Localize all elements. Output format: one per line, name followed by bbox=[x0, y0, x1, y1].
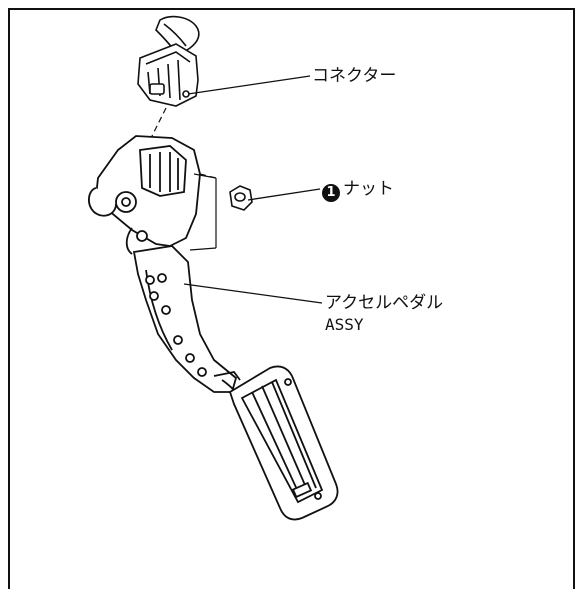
leader-connector bbox=[187, 75, 311, 95]
frame-border bbox=[8, 8, 575, 589]
label-nut-text: ナット bbox=[343, 179, 394, 199]
wire-harness bbox=[155, 15, 200, 58]
pedal-arm bbox=[132, 245, 241, 393]
leader-pedal bbox=[183, 283, 323, 304]
connector-part bbox=[137, 43, 199, 107]
leader-lines bbox=[183, 75, 323, 304]
label-pedal-line1: アクセルペダル bbox=[325, 293, 444, 313]
nut-part bbox=[229, 185, 253, 211]
pedal-pad bbox=[228, 365, 339, 521]
mounting-outline bbox=[189, 173, 217, 251]
nut-number-badge: 1 bbox=[322, 184, 340, 202]
leader-nut bbox=[247, 188, 321, 201]
pedal-mount-bracket bbox=[88, 135, 201, 255]
label-pedal-line2: ASSY bbox=[325, 315, 364, 334]
label-connector: コネクター bbox=[312, 66, 397, 86]
